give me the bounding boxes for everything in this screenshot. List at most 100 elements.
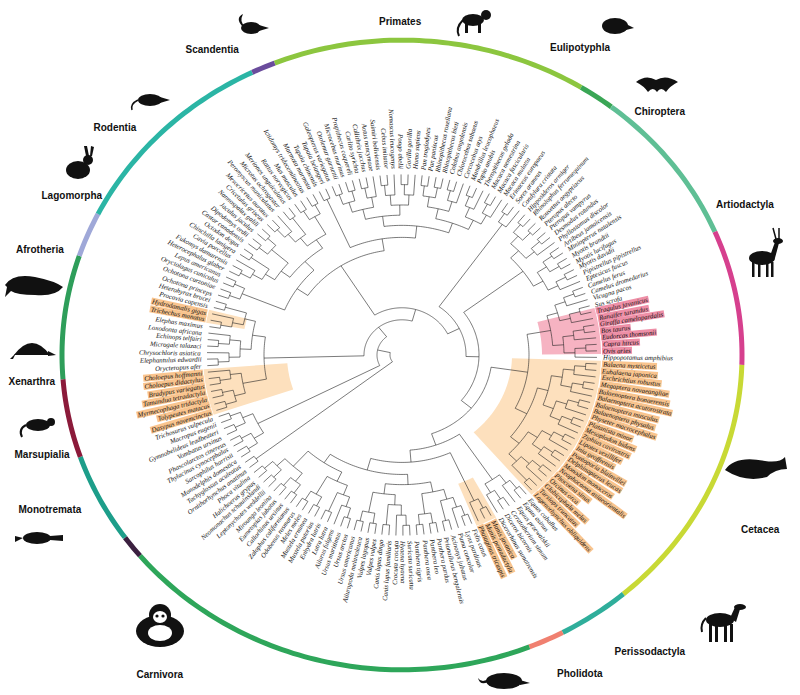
branch [226,277,236,281]
branch [454,182,457,192]
branch [526,252,534,259]
branch [288,234,295,242]
order-arc [581,87,611,107]
branch [372,197,374,207]
branch [388,525,390,535]
branch [563,369,574,371]
branch [563,335,574,336]
order-arc [63,379,80,457]
branch [379,327,387,337]
branch [528,223,536,230]
branch [230,339,241,341]
branch [324,454,330,462]
branch [466,186,470,196]
branch [444,489,447,499]
branch [562,416,572,420]
branch [402,525,403,535]
branch [207,358,218,359]
branch [550,416,560,420]
branch [447,191,450,201]
branch [557,258,566,263]
branch [365,188,367,198]
branch [293,451,308,466]
branch [511,437,520,443]
branch [565,434,575,439]
order-arc [79,214,98,256]
branch [555,302,565,305]
bat-icon [636,77,678,92]
highlight-wedge [206,310,247,329]
branch [452,508,458,528]
species-name: Ovis aries [602,347,632,355]
branch [468,514,472,524]
branch [272,250,289,263]
branch [567,275,577,279]
branch [359,179,361,189]
branch [281,271,290,277]
branch [253,335,266,337]
branch [267,225,275,232]
whale-icon [725,457,787,479]
branch [572,383,583,385]
order-arc [715,232,742,365]
branch [547,313,558,316]
branch [315,507,320,516]
branch [518,215,525,223]
branch [208,370,230,372]
order-name: Perissodactyla [615,646,686,658]
branch [294,485,300,493]
hedgehog-icon [602,18,634,34]
branch [490,200,501,218]
branch [327,512,331,521]
species-name: Pongo abelii [397,133,404,170]
branch [579,306,590,309]
branch [575,365,586,367]
branch [304,211,310,220]
branch [265,274,274,279]
branch [334,505,342,524]
branch [212,314,233,319]
branch [216,407,226,410]
order-arc [611,107,715,232]
order-name: Xenarthra [9,376,56,388]
branch [264,475,272,482]
pangolin-icon [478,673,530,689]
order-name: Monotremata [19,504,82,516]
order-name: Scandentia [186,44,239,56]
branch [551,455,560,461]
order-name: Rodentia [94,122,137,134]
branch [385,185,386,195]
branch [327,199,350,247]
branch [561,264,571,269]
branch [218,343,229,345]
branch [293,218,306,234]
branch [241,273,251,278]
branch [564,294,574,298]
branch [440,501,445,521]
branch [259,248,268,254]
branch-arc [461,312,479,400]
branch [528,432,537,438]
branch [435,188,437,198]
branch [360,511,363,521]
branch [461,506,465,516]
branch [474,191,483,210]
branch [431,513,433,523]
branch [326,189,330,198]
branch [560,318,571,320]
branch [220,379,231,381]
branch [258,366,380,424]
branch [565,408,586,415]
panda-icon [136,604,184,647]
branch [277,459,285,466]
branch [295,473,302,481]
branch [378,350,391,353]
branch [250,461,259,467]
branch [510,480,517,488]
branch [343,485,347,495]
branch [230,373,241,374]
branch [561,385,572,387]
branch [361,522,363,532]
branch [341,517,344,527]
branch [478,499,483,508]
